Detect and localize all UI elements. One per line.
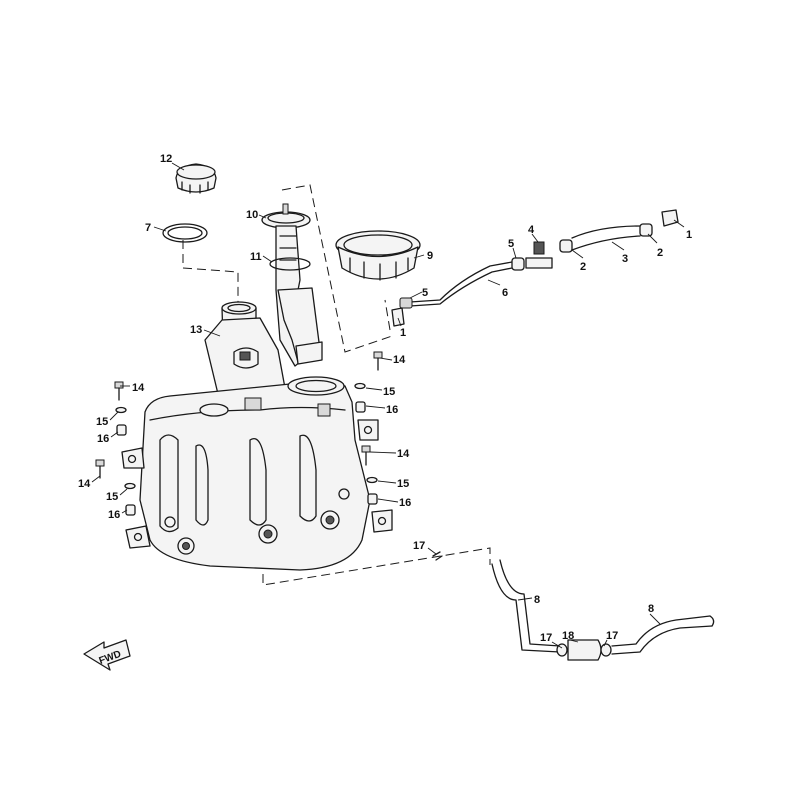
callout-9: 9	[427, 250, 433, 262]
callout-2a: 2	[657, 247, 663, 259]
callout-8b: 8	[648, 603, 654, 615]
callout-16d: 16	[399, 497, 411, 509]
vent-hose-and-filter	[432, 551, 715, 661]
fuel-tank	[121, 301, 393, 571]
callout-18: 18	[562, 630, 574, 642]
callout-12: 12	[160, 153, 172, 165]
callout-5b: 5	[422, 287, 428, 299]
callout-16c: 16	[386, 404, 398, 416]
callout-15b: 15	[106, 491, 118, 503]
callout-14d: 14	[397, 448, 410, 460]
callout-14b: 14	[78, 478, 91, 490]
bolt-washer-grommet-right-lower	[361, 445, 378, 505]
callout-numbers: 12 7 10 11 9 13 1 2 3 2 4 5 5 6 1 17 8 8…	[78, 153, 692, 644]
callout-15d: 15	[397, 478, 409, 490]
callout-1b: 1	[400, 327, 406, 339]
callout-11: 11	[250, 251, 262, 263]
callout-17b: 17	[540, 632, 552, 644]
fuel-pump-assembly	[261, 203, 323, 367]
cap-gasket-ring	[162, 223, 208, 243]
bolt-washer-grommet-left-upper	[114, 381, 127, 436]
callout-13: 13	[190, 324, 202, 336]
callout-3: 3	[622, 253, 628, 265]
callout-2b: 2	[580, 261, 586, 273]
bolt-washer-grommet-right-upper	[354, 351, 383, 413]
callout-leader-lines	[91, 162, 685, 649]
callout-17a: 17	[413, 540, 425, 552]
fuel-supply-line	[391, 209, 679, 327]
callout-1a: 1	[686, 229, 692, 241]
callout-8a: 8	[534, 594, 540, 606]
pump-lock-ring	[335, 230, 421, 281]
callout-16b: 16	[108, 509, 120, 521]
callout-7: 7	[145, 222, 151, 234]
callout-17c: 17	[606, 630, 618, 642]
callout-10: 10	[246, 209, 258, 221]
callout-4: 4	[528, 224, 535, 236]
callout-15c: 15	[383, 386, 395, 398]
forward-direction-arrow: FWD	[83, 639, 131, 671]
callout-14c: 14	[393, 354, 406, 366]
callout-15a: 15	[96, 416, 108, 428]
assembly-guide-lines	[182, 184, 491, 586]
callout-14a: 14	[132, 382, 145, 394]
callout-5a: 5	[508, 238, 514, 250]
callout-16a: 16	[97, 433, 109, 445]
fuel-cap	[175, 163, 217, 194]
callout-6: 6	[502, 287, 508, 299]
